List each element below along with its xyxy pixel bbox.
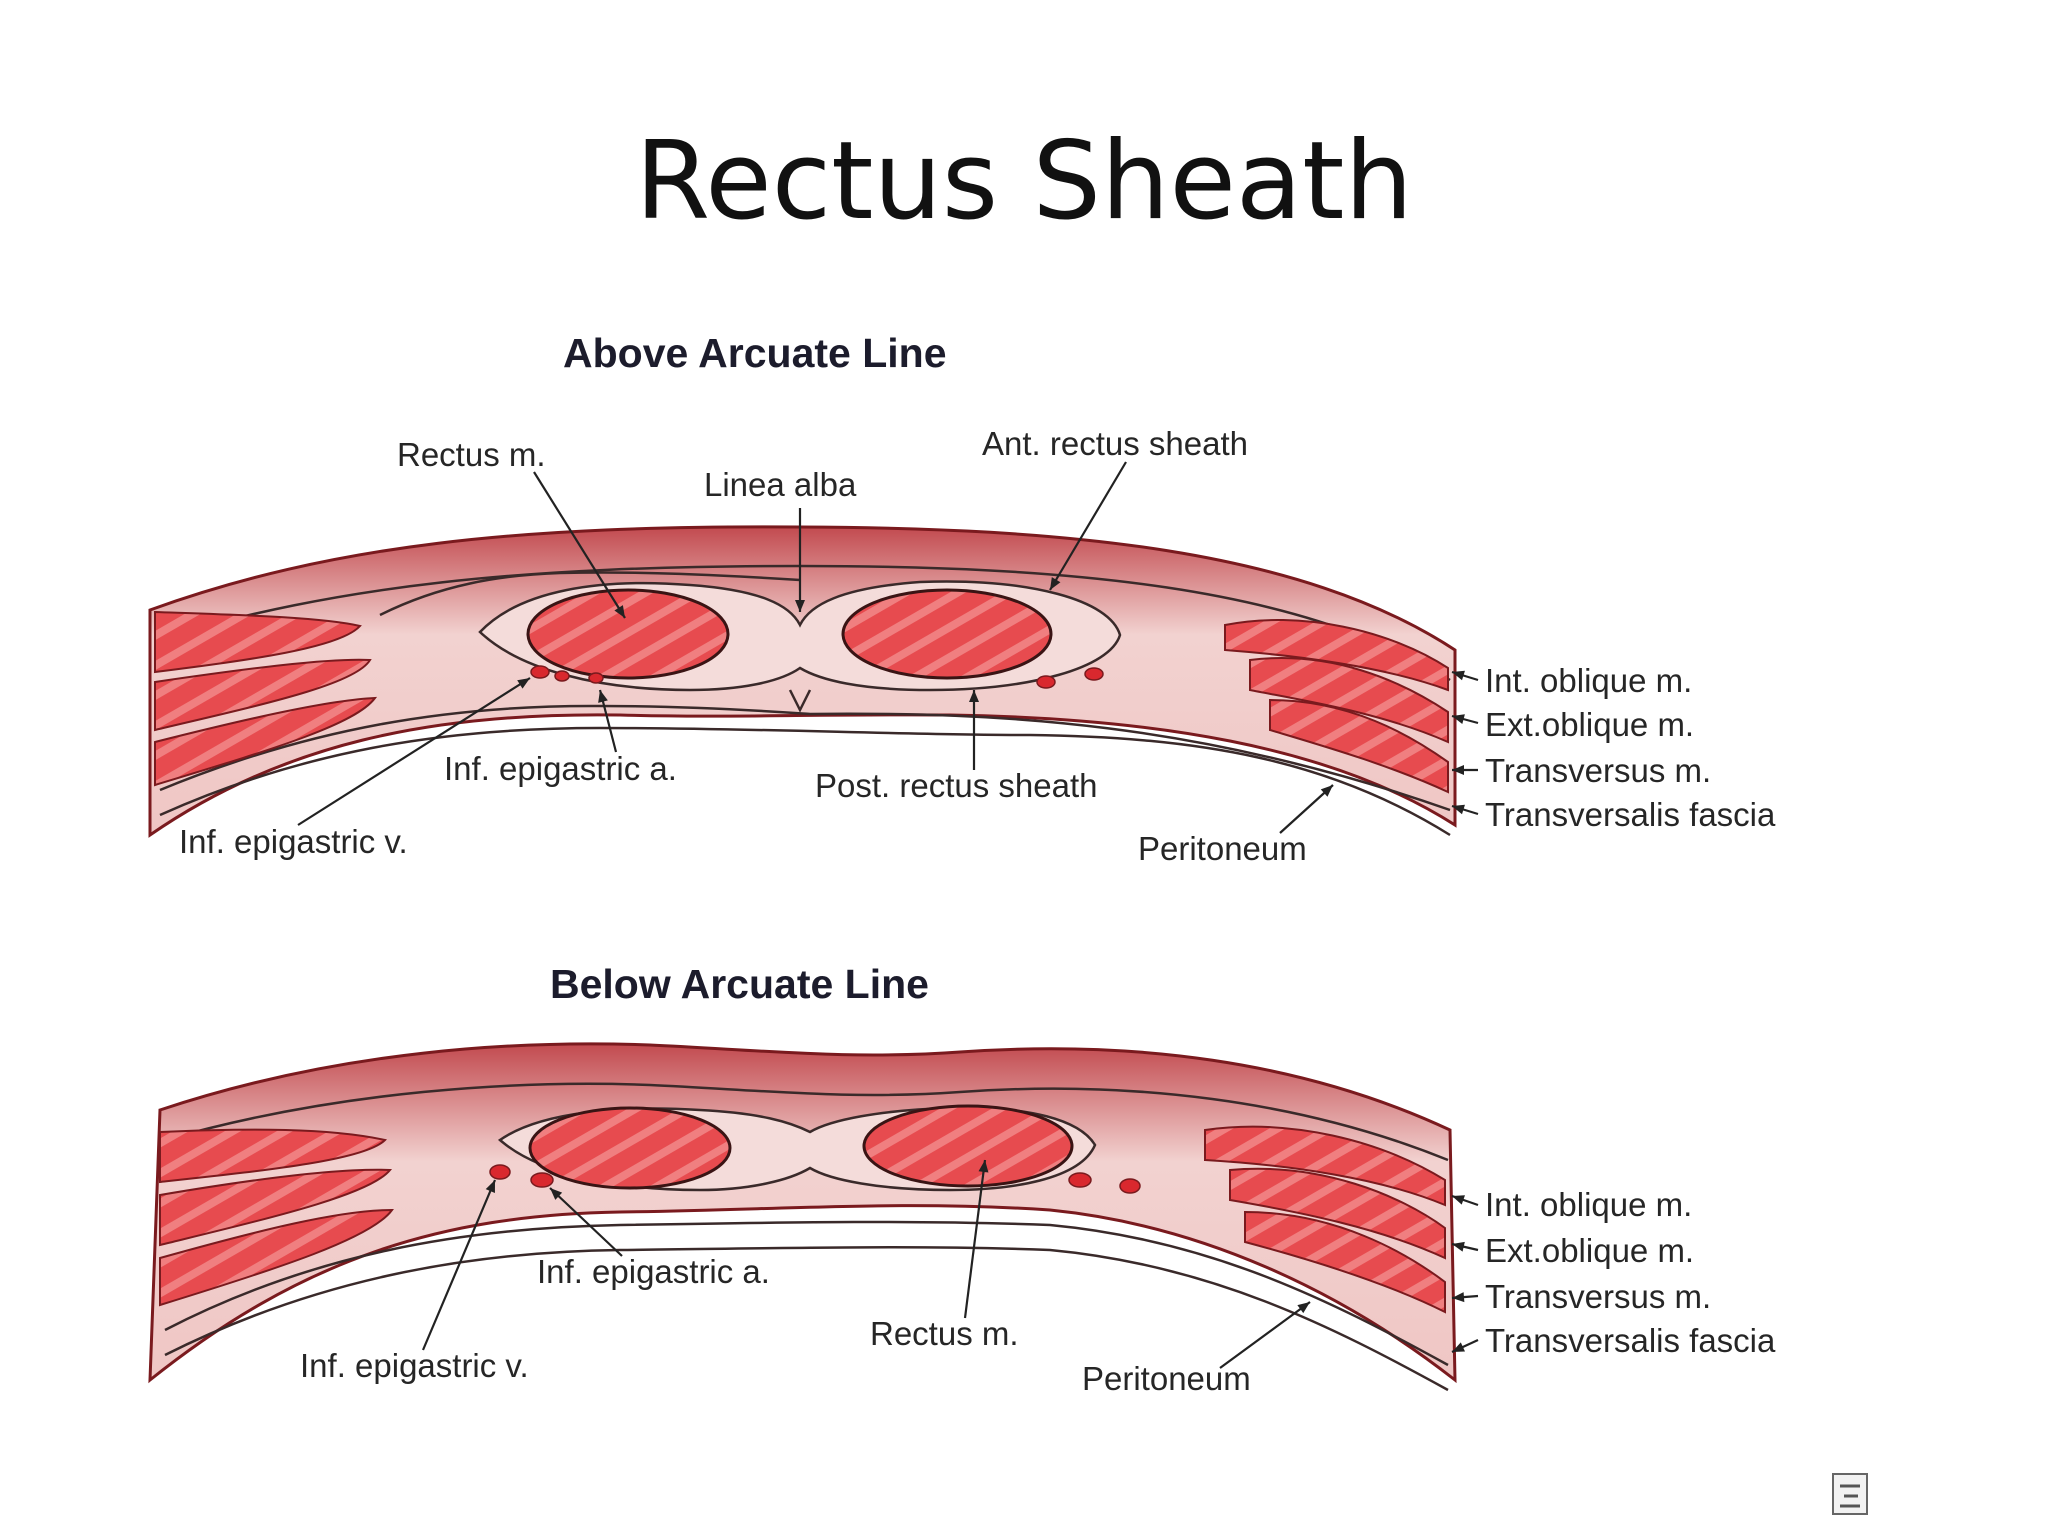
- above-rectus-left: [526, 588, 730, 680]
- above-label-transversalis: Transversalis fascia: [1485, 796, 1776, 833]
- below-rectus-right: [862, 1104, 1074, 1188]
- below-pointer-rectus: [963, 1159, 987, 1319]
- above-fascia-line-3: [159, 704, 1451, 812]
- below-label-transversalis: Transversalis fascia: [1485, 1322, 1776, 1359]
- below-vessel-2: [530, 1172, 554, 1188]
- above-label-ext-oblique: Ext.oblique m.: [1485, 706, 1694, 743]
- pointer-arrowhead: [485, 1180, 495, 1193]
- pointer-arrowhead: [969, 690, 979, 702]
- above-vessel-1: [530, 665, 550, 679]
- below-right-int-oblique: [1204, 1125, 1446, 1207]
- pointer-arrowhead: [1452, 1342, 1465, 1352]
- pointer-arrowhead: [1320, 785, 1333, 797]
- above-vessel-3: [588, 672, 604, 684]
- pointer-arrowhead: [1452, 1241, 1465, 1252]
- below-fascia-line-1: [164, 1082, 1449, 1162]
- above-vessel-2: [554, 670, 570, 682]
- pointer-arrowhead: [598, 690, 608, 703]
- pointer-arrowhead: [517, 678, 530, 689]
- below-fascia-line-2: [164, 1220, 1449, 1367]
- above-linea-alba-notch: [788, 689, 812, 713]
- pointer-arrowhead: [550, 1188, 563, 1200]
- above-right-ext-oblique: [1249, 657, 1449, 744]
- pointer-arrowhead: [1452, 714, 1465, 724]
- pointer-arrowhead: [1297, 1302, 1310, 1314]
- below-pointer-peritoneum: [1219, 1301, 1311, 1369]
- below-left-int-oblique: [159, 1168, 393, 1247]
- above-label-rectus: Rectus m.: [397, 436, 546, 473]
- below-label-transversus: Transversus m.: [1485, 1278, 1711, 1315]
- above-rectus-right: [841, 588, 1053, 680]
- below-right-ext-oblique: [1229, 1167, 1446, 1260]
- below-label-int-oblique: Int. oblique m.: [1485, 1186, 1692, 1223]
- corner-mark: [1832, 1473, 1868, 1515]
- below-label-peritoneum: Peritoneum: [1082, 1360, 1251, 1397]
- below-vessel-1: [489, 1164, 511, 1180]
- pointer-arrowhead: [614, 605, 625, 618]
- above-label-int-oblique: Int. oblique m.: [1485, 662, 1692, 699]
- below-label-ext-oblique: Ext.oblique m.: [1485, 1232, 1694, 1269]
- above-pointer-epi-v: [297, 677, 531, 826]
- below-left-transversus: [159, 1208, 394, 1307]
- below-pointer-epi-a: [549, 1187, 623, 1257]
- above-left-transversus: [154, 696, 378, 787]
- above-label-transversus: Transversus m.: [1485, 752, 1711, 789]
- above-pointer-ant-sheath: [1049, 461, 1127, 591]
- above-vessel-5: [1084, 667, 1104, 681]
- below-pointer-epi-v: [421, 1179, 497, 1351]
- pointer-arrowhead: [1452, 1195, 1465, 1205]
- below-label-epi-v: Inf. epigastric v.: [300, 1347, 529, 1384]
- pointer-arrowhead: [1050, 577, 1061, 590]
- above-label-linea-alba: Linea alba: [704, 466, 857, 503]
- below-pointers: [421, 1159, 1479, 1369]
- below-peritoneum-line: [164, 1246, 1449, 1392]
- above-label-epi-a: Inf. epigastric a.: [444, 750, 677, 787]
- below-wall-band: [148, 1042, 1457, 1384]
- pointer-arrowhead: [1452, 1292, 1465, 1303]
- above-fascia-line-2: [379, 571, 801, 617]
- pointer-arrowhead: [1452, 765, 1464, 775]
- below-rectus-left: [528, 1106, 732, 1190]
- pointer-arrowhead: [1452, 670, 1465, 681]
- above-pointers: [297, 461, 1479, 834]
- slide-title: Rectus Sheath: [635, 119, 1413, 244]
- above-left-ext-oblique: [154, 610, 362, 674]
- below-vessel-3: [1068, 1172, 1092, 1188]
- above-panel: Above Arcuate Line: [148, 330, 1776, 867]
- above-vessel-4: [1036, 675, 1056, 689]
- above-left-lateral-muscles: [154, 610, 378, 787]
- below-right-transversus: [1244, 1210, 1446, 1314]
- corner-mark-box: [1832, 1473, 1868, 1515]
- below-left-lateral-muscles: [159, 1128, 394, 1307]
- above-label-peritoneum: Peritoneum: [1138, 830, 1307, 867]
- above-left-int-oblique: [154, 658, 372, 732]
- above-right-lateral-muscles: [1224, 619, 1449, 794]
- below-label-rectus: Rectus m.: [870, 1315, 1019, 1352]
- pointer-arrowhead: [978, 1160, 989, 1173]
- above-label-epi-v: Inf. epigastric v.: [179, 823, 408, 860]
- above-pointer-rectus: [533, 471, 626, 619]
- above-heading: Above Arcuate Line: [563, 330, 947, 376]
- pointer-arrowhead: [1452, 804, 1465, 815]
- below-left-ext-oblique: [159, 1128, 388, 1184]
- above-label-post-sheath: Post. rectus sheath: [815, 767, 1097, 804]
- below-right-lateral-muscles: [1204, 1125, 1446, 1314]
- below-vessel-4: [1119, 1178, 1141, 1194]
- corner-mark-glyph: [1840, 1484, 1860, 1508]
- above-peritoneum-line: [159, 726, 1451, 837]
- above-label-ant-sheath: Ant. rectus sheath: [982, 425, 1248, 462]
- below-label-epi-a: Inf. epigastric a.: [537, 1253, 770, 1290]
- below-panel: Below Arcuate Line Int. oblique m. Ext.o…: [148, 961, 1776, 1397]
- pointer-arrowhead: [795, 600, 805, 612]
- above-right-int-oblique: [1224, 619, 1449, 692]
- above-right-transversus: [1269, 698, 1449, 794]
- below-heading: Below Arcuate Line: [550, 961, 929, 1007]
- above-wall-band: [148, 525, 1457, 838]
